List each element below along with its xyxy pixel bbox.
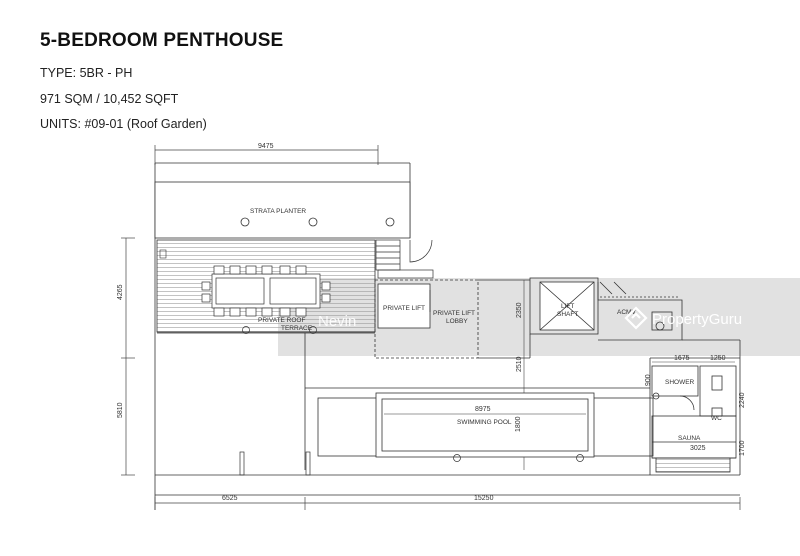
dim-wc-height: 2240 [739,392,746,408]
dimension-left [121,237,135,476]
unit-type-text: TYPE: 5BR - PH [40,66,133,80]
dining-table [201,265,331,317]
terrace-outlet [159,249,167,259]
main-walls [155,332,741,496]
private-lift-lobby [374,279,530,359]
dim-shower-width: 1675 [674,355,690,362]
swimming-pool [317,392,654,458]
label-wc: WC [711,415,722,422]
label-shower: SHOWER [665,379,695,386]
dim-wc-width: 1250 [710,355,726,362]
page-title: 5-BEDROOM PENTHOUSE [40,30,284,51]
label-roof-terrace-1: PRIVATE ROOF [258,317,305,324]
propertyguru-logo-icon [624,306,648,330]
label-acmv: ACMV [617,309,636,316]
stair-block [375,239,434,279]
acmv-ledge [597,281,683,341]
dim-pool-length: 8975 [475,406,491,413]
dim-sauna-width: 3025 [690,445,706,452]
dim-sauna-height: 1700 [739,440,746,456]
dimension-top [154,145,379,165]
label-lift-shaft-1: LIFT [561,303,574,310]
label-lift-lobby-2: LOBBY [446,318,468,325]
label-lift-shaft-2: SHAFT [557,311,578,318]
dim-top-width: 9475 [258,143,274,150]
label-lift-lobby-1: PRIVATE LIFT [433,310,475,317]
label-swimming-pool: SWIMMING POOL [457,419,512,426]
propertyguru-watermark: PropertyGuru [652,311,742,328]
sauna [652,441,736,473]
bottom-columns [239,451,584,476]
agent-watermark: Nevin [318,313,356,330]
label-roof-terrace-2: TERRACE [281,325,313,332]
lift-shaft [529,277,599,335]
terrace-columns [242,326,317,334]
dimension-bottom [154,497,741,510]
dim-bottom-left: 6525 [222,495,238,502]
dim-corridor-height: 2510 [516,356,523,372]
dim-left-lower: 5810 [117,402,124,418]
strata-planter [154,162,411,510]
unit-size-text: 971 SQM / 10,452 SQFT [40,92,179,106]
dim-left-upper: 4265 [117,284,124,300]
dim-pool-width: 1800 [515,416,522,432]
label-sauna: SAUNA [678,435,701,442]
dim-lobby-height: 2350 [516,302,523,318]
unit-number-text: UNITS: #09-01 (Roof Garden) [40,117,207,131]
dim-bottom-right: 15250 [474,495,494,502]
label-strata-planter: STRATA PLANTER [250,208,306,215]
label-private-lift: PRIVATE LIFT [383,305,425,312]
dim-shower-height: 900 [645,374,652,386]
